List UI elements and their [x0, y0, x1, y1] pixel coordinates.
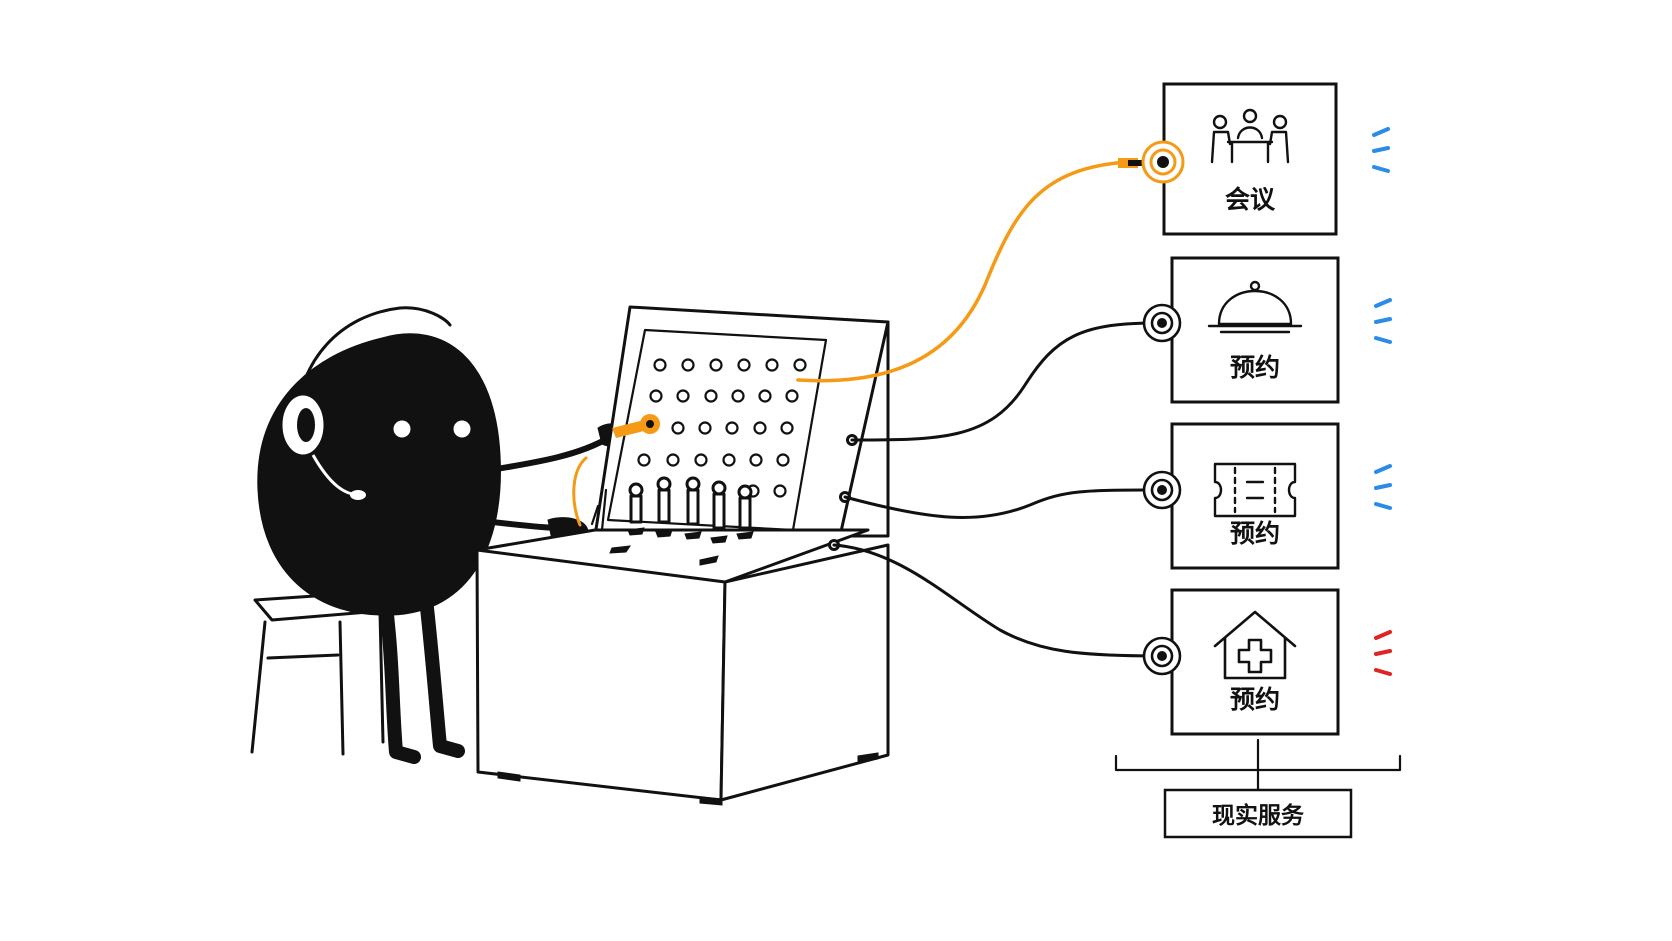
service-card: 预约 [1142, 256, 1392, 404]
left-eye [393, 420, 411, 438]
right-eye [453, 420, 471, 438]
jack-socket [1142, 470, 1182, 510]
jack-socket [1142, 636, 1182, 676]
jack-hole [731, 389, 745, 403]
cable-active [796, 160, 1130, 383]
service-card: 预约 [1142, 422, 1392, 570]
jack-hole [698, 421, 712, 435]
signal-indicator-icon [1374, 464, 1392, 510]
jack-hole [704, 389, 718, 403]
service-card: 会议 [1141, 82, 1390, 236]
service-card-frame [1170, 588, 1340, 736]
jack-hole [671, 421, 685, 435]
jack-hole [753, 421, 767, 435]
service-card-label: 预约 [1230, 685, 1280, 714]
active-plug [612, 414, 660, 438]
operator-character [257, 306, 631, 764]
signal-indicator-icon [1374, 298, 1392, 344]
jack-hole [676, 389, 690, 403]
jack-socket [1142, 303, 1182, 343]
jack-hole [722, 453, 736, 467]
jack-hole [780, 421, 794, 435]
jack-hole [785, 389, 799, 403]
jack-hole [709, 358, 723, 372]
service-card-label: 预约 [1230, 519, 1280, 548]
food-cloche-icon [1207, 280, 1303, 334]
service-card-frame [1170, 422, 1340, 570]
plug-pegs [590, 476, 754, 566]
switchboard-console [475, 305, 890, 806]
jack-hole [694, 453, 708, 467]
signal-indicator-icon [1374, 630, 1392, 676]
orange-patch-cord [572, 456, 588, 527]
jack-hole [725, 421, 739, 435]
jack-hole [758, 389, 772, 403]
jack-hole [776, 453, 790, 467]
cables [796, 158, 1164, 658]
operator-body [257, 333, 501, 616]
signal-indicator-icon [1372, 127, 1390, 173]
jack-socket [1141, 140, 1185, 184]
service-card: 预约 [1142, 588, 1392, 736]
ticket-icon [1213, 462, 1297, 518]
jack-hole [793, 358, 807, 372]
jack-hole [653, 358, 667, 372]
jack-hole [737, 358, 751, 372]
jack-hole [666, 453, 680, 467]
jack-hole [637, 453, 651, 467]
group-label: 现实服务 [1212, 802, 1305, 829]
service-card-label: 会议 [1225, 185, 1276, 214]
service-card-label: 预约 [1230, 353, 1280, 382]
jack-grid [637, 358, 807, 498]
jack-hole [773, 484, 787, 498]
jack-hole [749, 453, 763, 467]
meeting-table-icon [1210, 108, 1290, 164]
chair [250, 590, 394, 756]
jack-hole [765, 358, 779, 372]
jack-hole [681, 358, 695, 372]
headset-icon [279, 306, 452, 500]
group-bracket: 现实服务 [1114, 738, 1402, 839]
hospital-cross-icon [1213, 610, 1297, 680]
group-label-box [1163, 788, 1353, 839]
jack-hole [649, 389, 663, 403]
